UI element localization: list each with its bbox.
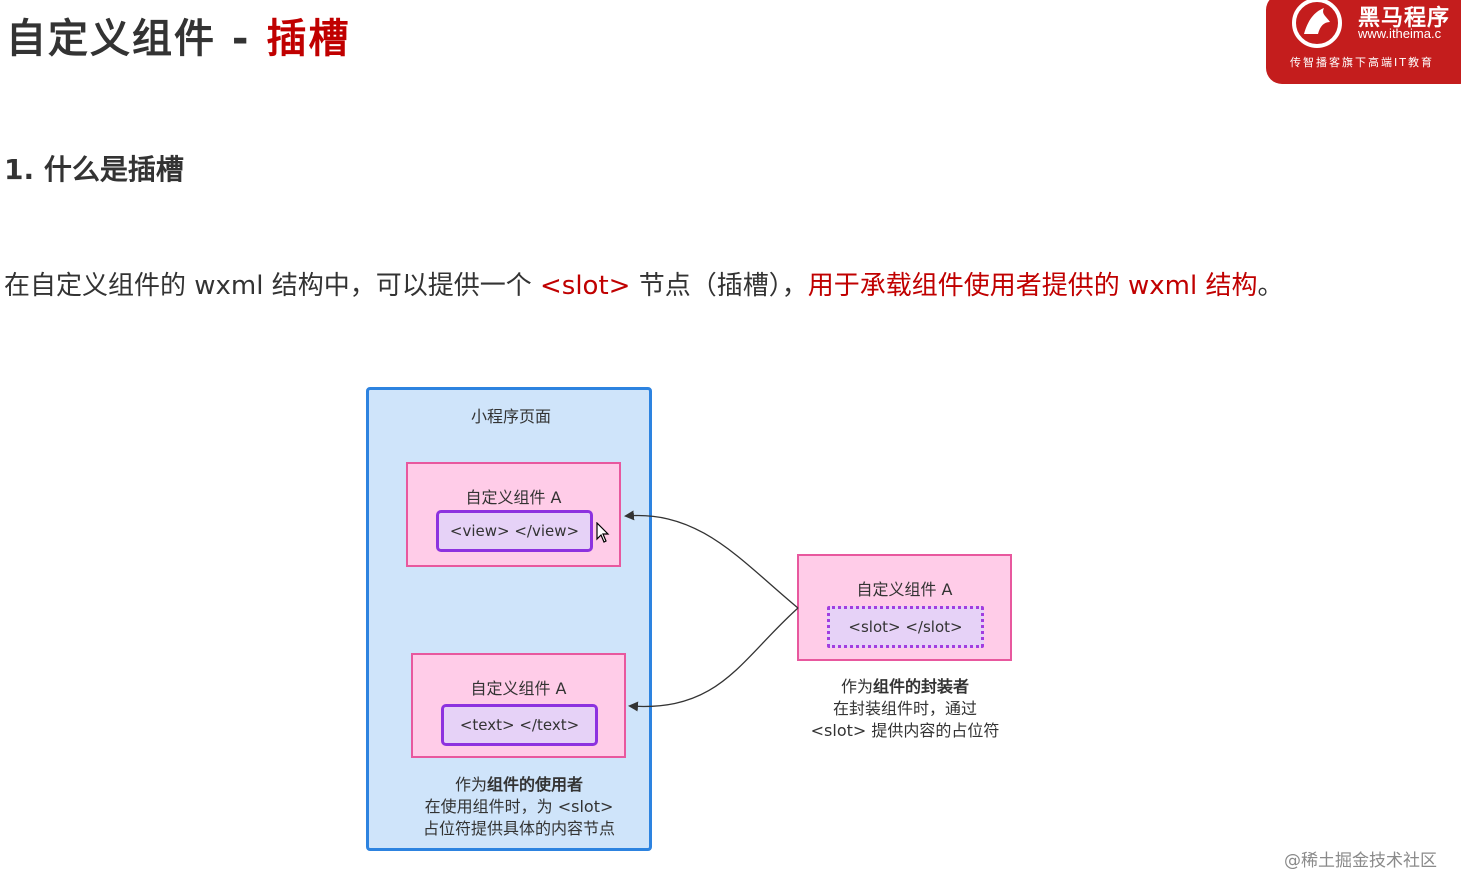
user-note-line2: 在使用组件时，为 <slot> [424, 797, 614, 816]
horse-logo-icon [1292, 0, 1342, 48]
author-note-line3: <slot> 提供内容的占位符 [810, 721, 1000, 740]
component-author-note: 作为组件的封装者 在封装组件时，通过 <slot> 提供内容的占位符 [752, 676, 1058, 742]
desc-part2: 节点（插槽）， [630, 271, 808, 301]
logo-slogan: 传智播客旗下高端IT教育 [1290, 56, 1434, 69]
description: 在自定义组件的 wxml 结构中，可以提供一个 <slot> 节点（插槽），用于… [4, 266, 1283, 306]
desc-part1: 在自定义组件的 wxml 结构中，可以提供一个 [4, 271, 540, 301]
component-a-definition-label: 自定义组件 A [856, 580, 953, 599]
user-note-line3: 占位符提供具体的内容节点 [422, 819, 615, 838]
desc-end: 。 [1257, 271, 1284, 301]
component-a-text-label: 自定义组件 A [470, 679, 567, 698]
mouse-cursor-icon [596, 522, 610, 543]
desc-slot-tag: <slot> [540, 271, 631, 301]
author-note-line1: 作为组件的封装者 [840, 677, 970, 696]
brand-logo: 黑马程序 www.itheima.c 传智播客旗下高端IT教育 [1266, 0, 1461, 84]
slot-node-box: <slot> </slot> [827, 606, 984, 648]
watermark: @稀土掘金技术社区 [1284, 851, 1437, 871]
component-a-definition-box: 自定义组件 A <slot> </slot> [797, 554, 1012, 661]
user-note-line1: 作为组件的使用者 [454, 775, 584, 794]
component-a-view-box: 自定义组件 A <view> </view> [406, 462, 621, 567]
author-note-line2: 在封装组件时，通过 [832, 699, 977, 718]
desc-highlight: 用于承载组件使用者提供的 wxml 结构 [807, 271, 1258, 301]
text-node-box: <text> </text> [441, 704, 598, 746]
title-highlight: 插槽 [266, 16, 351, 62]
logo-url: www.itheima.c [1358, 26, 1442, 41]
logo-name: 黑马程序 [1358, 6, 1451, 31]
page-title: 自定义组件 - 插槽 [6, 12, 350, 66]
component-a-text-box: 自定义组件 A <text> </text> [411, 653, 626, 758]
component-a-view-label: 自定义组件 A [465, 488, 562, 507]
component-user-note: 作为组件的使用者 在使用组件时，为 <slot> 占位符提供具体的内容节点 [366, 774, 672, 840]
title-main: 自定义组件 - [6, 16, 267, 62]
mini-program-page-label: 小程序页面 [470, 407, 551, 426]
section-heading: 1. 什么是插槽 [4, 153, 184, 186]
view-node-box: <view> </view> [436, 510, 593, 552]
